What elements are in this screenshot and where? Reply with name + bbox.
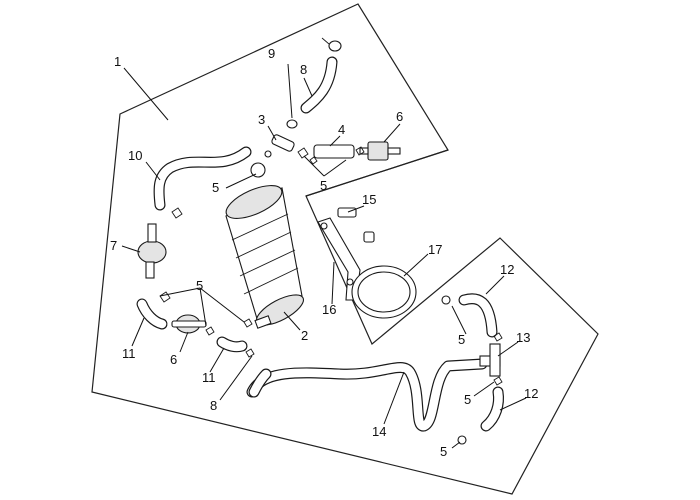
callout-5-right-a: 5 [458, 332, 465, 347]
hose-left-long [153, 146, 252, 211]
callout-8-bottom: 8 [210, 398, 217, 413]
clamp-top [286, 37, 342, 129]
callout-5-left: 5 [212, 180, 219, 195]
bracket-sub-frame [305, 149, 449, 197]
callout-17: 17 [428, 242, 442, 257]
hose-right-top [458, 293, 498, 338]
callout-10: 10 [128, 148, 142, 163]
hose-bottom [248, 368, 272, 398]
valve-bottom [171, 314, 207, 334]
main-assembly-frame [91, 3, 599, 495]
callout-8-top: 8 [300, 62, 307, 77]
callout-12-bottom: 12 [524, 386, 538, 401]
callout-12-top: 12 [500, 262, 514, 277]
hose-small-left [136, 298, 168, 330]
callout-6-bottom: 6 [170, 352, 177, 367]
callout-1: 1 [114, 54, 121, 69]
band [351, 265, 417, 319]
hose-long-bottom [246, 358, 488, 432]
callout-4: 4 [338, 122, 345, 137]
leader-lines [121, 63, 527, 449]
clips-top [171, 146, 365, 219]
callout-16: 16 [322, 302, 336, 317]
callout-5-mid: 5 [196, 278, 203, 293]
callout-15: 15 [362, 192, 376, 207]
filter [137, 223, 167, 279]
canister [225, 185, 304, 329]
hose-right-bottom [480, 386, 504, 432]
clips-right [441, 295, 503, 445]
callout-7: 7 [110, 238, 117, 253]
callout-11-left: 11 [122, 346, 136, 361]
callout-13: 13 [516, 330, 530, 345]
callout-5-right-b: 5 [464, 392, 471, 407]
callout-3: 3 [258, 112, 265, 127]
clips-mid [159, 291, 255, 358]
hose-short-top [313, 144, 355, 159]
callout-labels: 1 2 3 4 5 5 5 5 5 5 6 6 7 8 8 9 10 11 11… [110, 46, 538, 459]
callout-5-right-c: 5 [440, 444, 447, 459]
valve-top [359, 141, 401, 161]
callout-6-top: 6 [396, 109, 403, 124]
callout-2: 2 [301, 328, 308, 343]
callout-9: 9 [268, 46, 275, 61]
callout-11-mid: 11 [202, 370, 216, 385]
bolt [337, 207, 375, 243]
tee-joint [479, 343, 501, 377]
joint-top [264, 134, 295, 158]
hose-small-mid [216, 336, 248, 353]
hose-top [300, 56, 338, 114]
callout-5-top: 5 [320, 178, 327, 193]
callout-14: 14 [372, 424, 386, 439]
